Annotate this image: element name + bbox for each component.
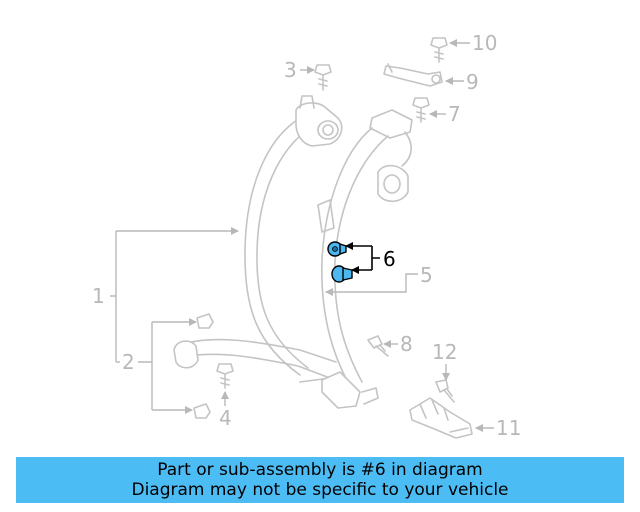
callout-11: 11: [496, 416, 521, 440]
seat-belt-assembly-left: [244, 95, 343, 376]
bolt-3: [314, 64, 332, 91]
callout-9: 9: [466, 70, 479, 94]
anchor-11: [409, 397, 473, 439]
bolt-12: [435, 379, 455, 403]
callout-12: 12: [432, 340, 457, 364]
callout-5: 5: [420, 263, 433, 287]
callout-7: 7: [448, 102, 461, 126]
leaders: [110, 39, 494, 432]
info-banner: Part or sub-assembly is #6 in diagram Di…: [16, 457, 624, 503]
callout-8: 8: [400, 332, 413, 356]
callout-1: 1: [92, 284, 105, 308]
callout-3: 3: [284, 58, 297, 82]
clip-upper: [327, 241, 347, 257]
bracket-9: [383, 63, 443, 87]
callout-10: 10: [472, 31, 497, 55]
clip-lower: [331, 265, 353, 283]
seat-belt-assembly-right: [317, 109, 413, 391]
bolt-10: [430, 37, 448, 63]
banner-line-disclaimer: Diagram may not be specific to your vehi…: [131, 480, 509, 500]
banner-line-part: Part or sub-assembly is #6 in diagram: [157, 460, 483, 480]
bolt-8: [367, 335, 389, 357]
nut-upper: [196, 313, 214, 329]
callout-4: 4: [219, 406, 232, 430]
bolt-7: [412, 97, 430, 123]
nut-lower: [193, 403, 211, 419]
callout-2: 2: [122, 350, 135, 374]
highlighted-part-6: [327, 241, 353, 283]
buckle-assembly: [173, 338, 379, 409]
bolt-4: [216, 363, 234, 389]
callout-6: 6: [383, 247, 396, 271]
